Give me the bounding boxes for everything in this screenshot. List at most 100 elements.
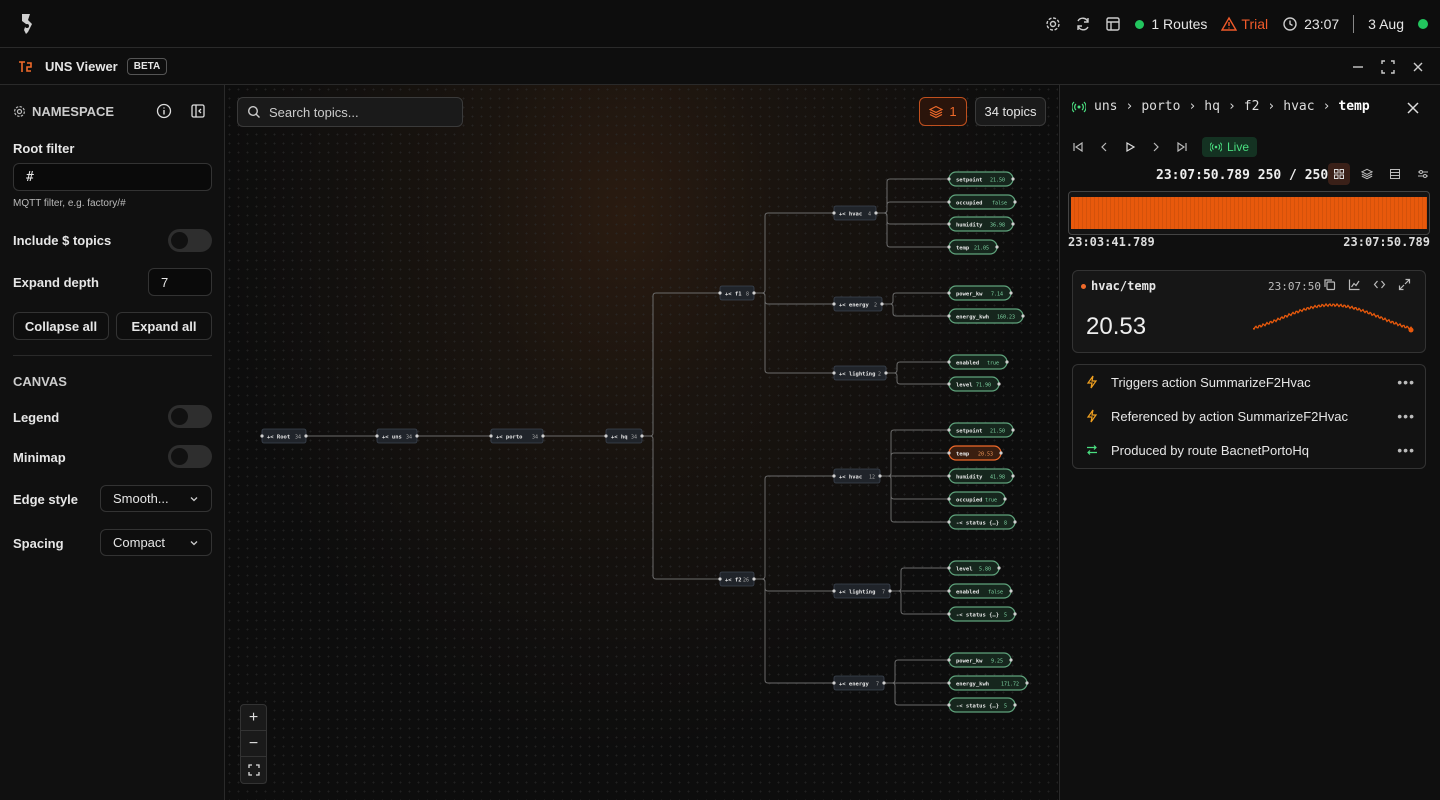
step-back-icon[interactable]	[1098, 141, 1110, 153]
minimize-icon[interactable]	[1350, 59, 1366, 75]
node-handle[interactable]	[947, 245, 951, 249]
node-handle[interactable]	[832, 302, 836, 306]
copy-icon[interactable]	[1323, 278, 1336, 291]
node-handle[interactable]	[832, 474, 836, 478]
collapse-sidebar-icon[interactable]	[190, 103, 206, 119]
node-handle[interactable]	[947, 291, 951, 295]
node-handle[interactable]	[884, 371, 888, 375]
node-handle[interactable]	[752, 577, 756, 581]
more-icon[interactable]: •••	[1397, 408, 1415, 424]
minimap-toggle[interactable]	[168, 445, 212, 468]
node-handle[interactable]	[947, 520, 951, 524]
node-handle[interactable]	[1011, 222, 1015, 226]
node-handle[interactable]	[1013, 520, 1017, 524]
trial-badge[interactable]: Trial	[1221, 16, 1268, 32]
node-handle[interactable]	[718, 577, 722, 581]
table-view-button[interactable]	[1384, 163, 1406, 185]
node-handle[interactable]	[947, 681, 951, 685]
node-handle[interactable]	[1009, 589, 1013, 593]
node-handle[interactable]	[1011, 474, 1015, 478]
node-handle[interactable]	[947, 658, 951, 662]
maximize-icon[interactable]	[1380, 59, 1396, 75]
edge-style-select[interactable]: Smooth...	[100, 485, 212, 512]
node-handle[interactable]	[604, 434, 608, 438]
step-forward-icon[interactable]	[1150, 141, 1162, 153]
node-handle[interactable]	[947, 497, 951, 501]
node-handle[interactable]	[832, 211, 836, 215]
node-handle[interactable]	[947, 382, 951, 386]
node-handle[interactable]	[878, 474, 882, 478]
node-handle[interactable]	[947, 703, 951, 707]
zoom-out-button[interactable]: −	[241, 731, 266, 757]
close-window-icon[interactable]	[1410, 59, 1426, 75]
node-handle[interactable]	[880, 302, 884, 306]
node-handle[interactable]	[947, 612, 951, 616]
relation-item[interactable]: Referenced by action SummarizeF2Hvac •••	[1073, 399, 1425, 433]
node-handle[interactable]	[947, 222, 951, 226]
node-handle[interactable]	[947, 589, 951, 593]
node-handle[interactable]	[541, 434, 545, 438]
tree-node-status[interactable]: -< status {…}5	[947, 606, 1017, 622]
node-handle[interactable]	[947, 200, 951, 204]
node-handle[interactable]	[1003, 497, 1007, 501]
filter-button[interactable]	[1412, 163, 1434, 185]
node-handle[interactable]	[947, 314, 951, 318]
node-handle[interactable]	[375, 434, 379, 438]
node-handle[interactable]	[1025, 681, 1029, 685]
node-handle[interactable]	[718, 291, 722, 295]
collapse-all-button[interactable]: Collapse all	[13, 312, 109, 340]
node-handle[interactable]	[415, 434, 419, 438]
node-handle[interactable]	[882, 681, 886, 685]
relation-item[interactable]: Triggers action SummarizeF2Hvac •••	[1073, 365, 1425, 399]
node-handle[interactable]	[260, 434, 264, 438]
search-topics-input[interactable]: Search topics...	[237, 97, 463, 127]
play-icon[interactable]	[1124, 141, 1136, 153]
node-handle[interactable]	[1009, 658, 1013, 662]
node-handle[interactable]	[489, 434, 493, 438]
node-handle[interactable]	[947, 428, 951, 432]
legend-toggle[interactable]	[168, 405, 212, 428]
history-timeline[interactable]	[1068, 191, 1430, 235]
skip-start-icon[interactable]	[1072, 141, 1084, 153]
node-handle[interactable]	[1009, 291, 1013, 295]
node-handle[interactable]	[640, 434, 644, 438]
close-panel-icon[interactable]	[1406, 101, 1420, 115]
breadcrumb-hq[interactable]: hq	[1204, 99, 1220, 114]
node-handle[interactable]	[997, 382, 1001, 386]
stack-view-button[interactable]	[1356, 163, 1378, 185]
node-handle[interactable]	[1013, 200, 1017, 204]
more-icon[interactable]: •••	[1397, 442, 1415, 458]
node-handle[interactable]	[304, 434, 308, 438]
settings-icon[interactable]	[1045, 16, 1061, 32]
node-handle[interactable]	[832, 371, 836, 375]
node-handle[interactable]	[1005, 360, 1009, 364]
node-handle[interactable]	[997, 566, 1001, 570]
node-handle[interactable]	[947, 360, 951, 364]
node-handle[interactable]	[888, 589, 892, 593]
node-handle[interactable]	[947, 474, 951, 478]
root-filter-input[interactable]: #	[13, 163, 212, 191]
node-handle[interactable]	[999, 451, 1003, 455]
breadcrumb-uns[interactable]: uns	[1094, 99, 1118, 114]
info-icon[interactable]	[156, 103, 172, 119]
